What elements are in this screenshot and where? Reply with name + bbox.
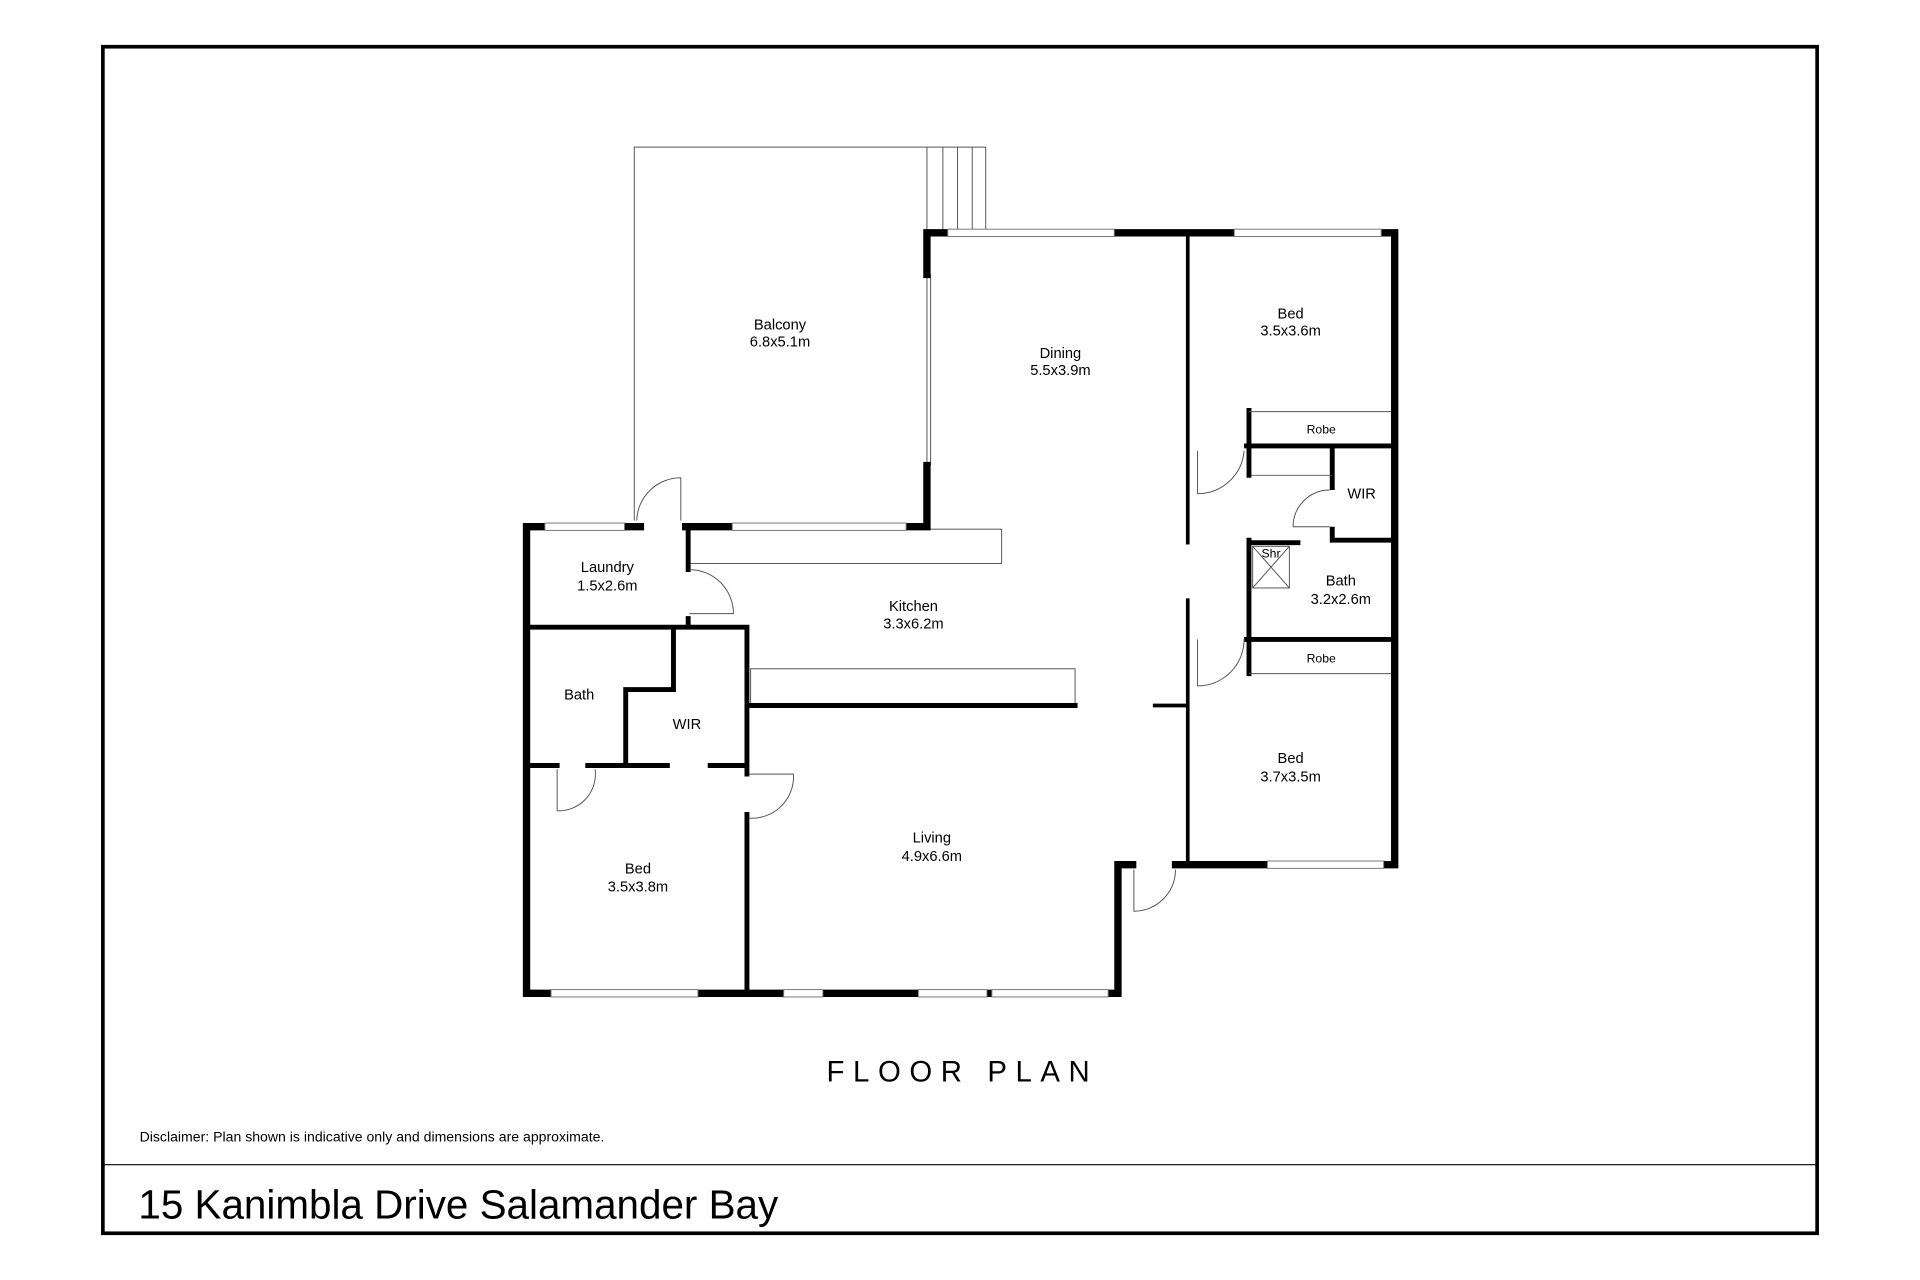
bath1-size: 3.2x2.6m bbox=[1311, 592, 1371, 608]
wir1-label: WIR bbox=[1347, 487, 1376, 503]
bed2-size: 3.7x3.5m bbox=[1260, 769, 1320, 785]
kitchen-size: 3.3x6.2m bbox=[883, 616, 943, 632]
bed2-name: Bed bbox=[1278, 751, 1304, 767]
living-size: 4.9x6.6m bbox=[902, 849, 962, 865]
robe1-label: Robe bbox=[1307, 423, 1336, 437]
living-name: Living bbox=[913, 831, 951, 847]
laundry-size: 1.5x2.6m bbox=[577, 578, 637, 594]
sheet-border bbox=[101, 44, 1819, 1236]
plan-title: FLOOR PLAN bbox=[827, 1055, 1099, 1088]
bath2-label: Bath bbox=[564, 687, 594, 703]
disclaimer: Disclaimer: Plan shown is indicative onl… bbox=[140, 1128, 605, 1144]
balcony-size: 6.8x5.1m bbox=[750, 335, 810, 351]
robe2-label: Robe bbox=[1307, 652, 1336, 666]
wir2-label: WIR bbox=[673, 717, 702, 733]
bed3-name: Bed bbox=[625, 861, 651, 877]
dining-size: 5.5x3.9m bbox=[1030, 363, 1090, 379]
room-labels: Balcony 6.8x5.1m Dining 5.5x3.9m Bed 3.5… bbox=[564, 307, 1376, 896]
bed1-size: 3.5x3.6m bbox=[1260, 324, 1320, 340]
kitchen-name: Kitchen bbox=[889, 599, 938, 615]
bed3-size: 3.5x3.8m bbox=[608, 880, 668, 896]
dining-name: Dining bbox=[1040, 346, 1082, 362]
property-address: 15 Kanimbla Drive Salamander Bay bbox=[138, 1182, 779, 1228]
balcony-name: Balcony bbox=[754, 318, 807, 334]
bath1-name: Bath bbox=[1326, 574, 1356, 590]
floor-plan-drawing bbox=[522, 146, 1399, 998]
shower-label: Shr bbox=[1261, 546, 1280, 560]
laundry-name: Laundry bbox=[581, 560, 635, 576]
bed1-name: Bed bbox=[1278, 307, 1304, 323]
